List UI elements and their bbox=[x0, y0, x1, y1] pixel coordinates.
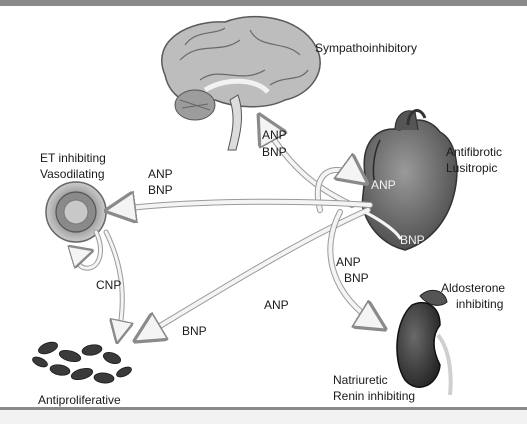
cells-illustration bbox=[32, 341, 132, 384]
label-kidney-anp: ANP bbox=[336, 255, 361, 269]
label-vessel-bnp: BNP bbox=[148, 183, 173, 197]
labels: Sympathoinhibitory ANP BNP Antifibrotic … bbox=[38, 41, 505, 407]
label-heart-line2: Lusitropic bbox=[446, 161, 497, 175]
label-heart-bnp: BNP bbox=[400, 233, 425, 247]
label-cnp: CNP bbox=[96, 278, 121, 292]
bottom-border bbox=[0, 407, 527, 424]
arrows bbox=[79, 120, 402, 338]
heart-illustration bbox=[361, 109, 458, 251]
label-heart-anp: ANP bbox=[371, 178, 396, 192]
top-border bbox=[0, 0, 527, 6]
label-cells: Antiproliferative bbox=[38, 393, 121, 407]
label-cells-anp: ANP bbox=[264, 298, 289, 312]
label-vessel-anp: ANP bbox=[148, 167, 173, 181]
vessel-illustration bbox=[45, 181, 107, 243]
label-brain-bnp: BNP bbox=[262, 145, 287, 159]
label-kidney-line1: Aldosterone bbox=[441, 281, 505, 295]
label-kidney-bottom-line2: Renin inhibiting bbox=[333, 389, 415, 403]
label-vessel-line1: ET inhibiting bbox=[40, 151, 106, 165]
brain-illustration bbox=[161, 15, 321, 151]
kidney-illustration bbox=[396, 289, 453, 396]
label-kidney-bottom-line1: Natriuretic bbox=[333, 373, 388, 387]
label-kidney-bnp: BNP bbox=[344, 271, 369, 285]
label-brain: Sympathoinhibitory bbox=[315, 41, 417, 55]
label-vessel-line2: Vasodilating bbox=[40, 167, 105, 181]
label-cells-bnp: BNP bbox=[182, 324, 207, 338]
label-kidney-line2: inhibiting bbox=[456, 297, 503, 311]
label-heart-line1: Antifibrotic bbox=[446, 145, 502, 159]
label-brain-anp: ANP bbox=[262, 128, 287, 142]
